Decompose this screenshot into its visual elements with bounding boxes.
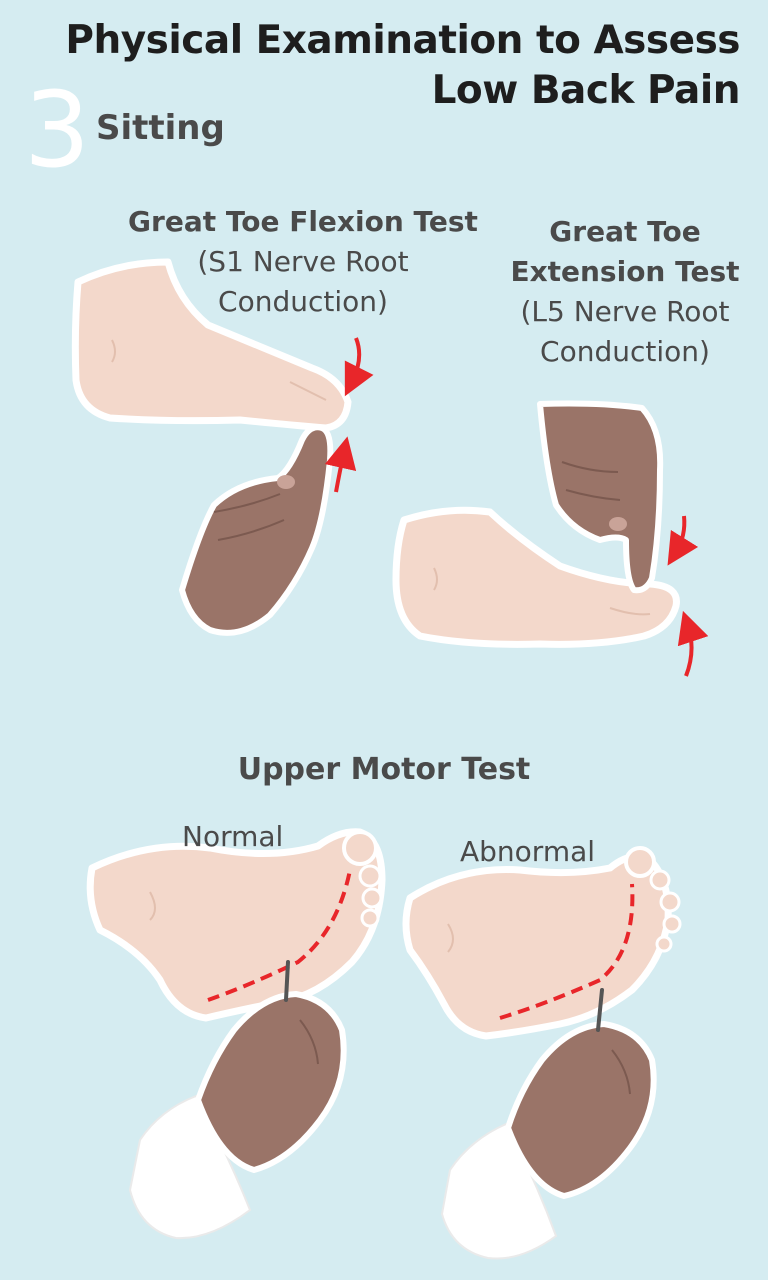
extension-up-arrow: [677, 610, 709, 677]
abnormal-foot-illustration: [402, 846, 682, 1040]
extension-test-detail-2: Conduction): [540, 335, 710, 368]
flexion-down-arrow: [344, 337, 374, 397]
extension-foot-illustration: [392, 506, 680, 648]
normal-response-path: [207, 869, 352, 1002]
abnormal-label: Abnormal: [460, 835, 596, 868]
step-label: Sitting: [96, 108, 225, 148]
flexion-test-detail-2: Conduction): [218, 285, 388, 318]
extension-test-caption: Great Toe Extension Test (L5 Nerve Root …: [500, 212, 750, 372]
normal-foot-illustration: [86, 828, 386, 1022]
flexion-foot-illustration: [71, 258, 352, 432]
normal-examiner-hand: [128, 960, 347, 1240]
flexion-test-detail-1: (S1 Nerve Root: [197, 245, 409, 278]
abnormal-response-path: [499, 883, 635, 1020]
extension-down-arrow: [667, 515, 699, 566]
page-title-line-2: Low Back Pain: [431, 68, 741, 113]
extension-examiner-hand: [537, 400, 664, 594]
flexion-up-arrow: [324, 436, 357, 493]
flexion-test-name: Great Toe Flexion Test: [128, 205, 478, 238]
extension-test-detail-1: (L5 Nerve Root: [520, 295, 730, 328]
upper-motor-heading: Upper Motor Test: [237, 752, 531, 787]
step-number: 3: [24, 69, 91, 191]
flexion-test-caption: Great Toe Flexion Test (S1 Nerve Root Co…: [128, 202, 478, 322]
flexion-examiner-hand: [179, 424, 334, 636]
normal-label: Normal: [182, 820, 284, 853]
extension-test-name-2: Extension Test: [510, 255, 740, 288]
page-title-line-1: Physical Examination to Assess: [65, 18, 740, 63]
abnormal-examiner-hand: [440, 988, 657, 1260]
extension-test-name-1: Great Toe: [549, 215, 701, 248]
